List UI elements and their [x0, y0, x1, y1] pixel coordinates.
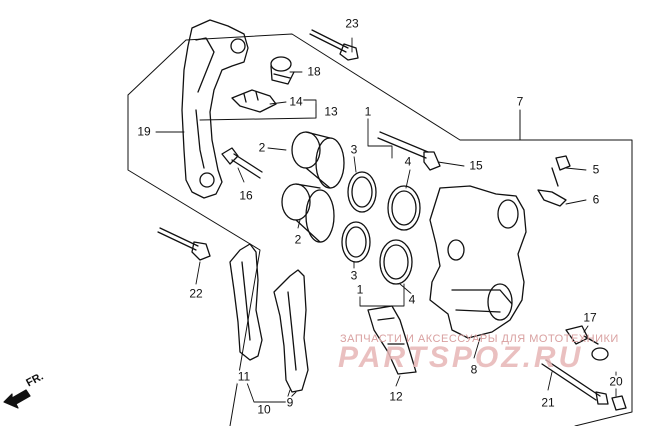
callout-17: 17 — [582, 310, 598, 325]
caliper-bracket — [181, 19, 249, 199]
callout-3-bottom: 3 — [349, 268, 359, 283]
callout-4-bottom: 4 — [407, 292, 417, 307]
pad-retainer-12 — [367, 305, 417, 375]
callout-19: 19 — [136, 124, 152, 139]
callout-1-top: 1 — [363, 104, 373, 119]
boot-18 — [270, 56, 295, 85]
front-direction-arrow — [3, 389, 31, 409]
assembly-frame-lines — [127, 33, 633, 426]
bolt-22 — [157, 227, 211, 261]
piston-upper — [291, 131, 345, 189]
callout-16: 16 — [238, 188, 254, 203]
pad-spring-14 — [231, 89, 277, 113]
callout-6: 6 — [591, 192, 601, 207]
pin-bolt-16 — [221, 147, 263, 179]
callout-5: 5 — [591, 162, 601, 177]
watermark-text: ЗАПЧАСТИ И АКСЕССУАРЫ ДЛЯ МОТОТЕХНИКИ — [340, 333, 619, 345]
callout-11: 11 — [236, 369, 252, 384]
callout-22: 22 — [188, 286, 204, 301]
callout-2-top: 2 — [257, 140, 267, 155]
callout-4-top: 4 — [403, 154, 413, 169]
brake-pad-11 — [229, 243, 263, 361]
callout-14: 14 — [288, 94, 304, 109]
piston-seals — [341, 171, 421, 285]
bolt-17 — [565, 325, 609, 361]
callout-9: 9 — [285, 395, 295, 410]
callout-2-bottom: 2 — [293, 232, 303, 247]
watermark-logo: PARTSPOZ.RU — [338, 341, 584, 374]
callout-13: 13 — [323, 104, 339, 119]
bolt-23 — [309, 29, 359, 61]
slide-pin-15 — [377, 131, 441, 171]
piston-lower — [281, 183, 335, 243]
callout-12: 12 — [388, 389, 404, 404]
bleeder-valve — [537, 155, 571, 207]
callout-15: 15 — [468, 158, 484, 173]
cap-20 — [611, 395, 627, 411]
callout-1-bottom: 1 — [355, 282, 365, 297]
callout-21: 21 — [540, 395, 556, 410]
callout-10: 10 — [256, 402, 272, 417]
callout-8: 8 — [469, 362, 479, 377]
callout-18: 18 — [306, 64, 322, 79]
pin-21 — [541, 359, 609, 405]
callout-3-top: 3 — [349, 142, 359, 157]
callout-23: 23 — [344, 16, 360, 31]
caliper-body — [429, 185, 527, 339]
callout-7: 7 — [515, 94, 525, 109]
callout-20: 20 — [608, 374, 624, 389]
brake-pad-9 — [273, 269, 309, 393]
